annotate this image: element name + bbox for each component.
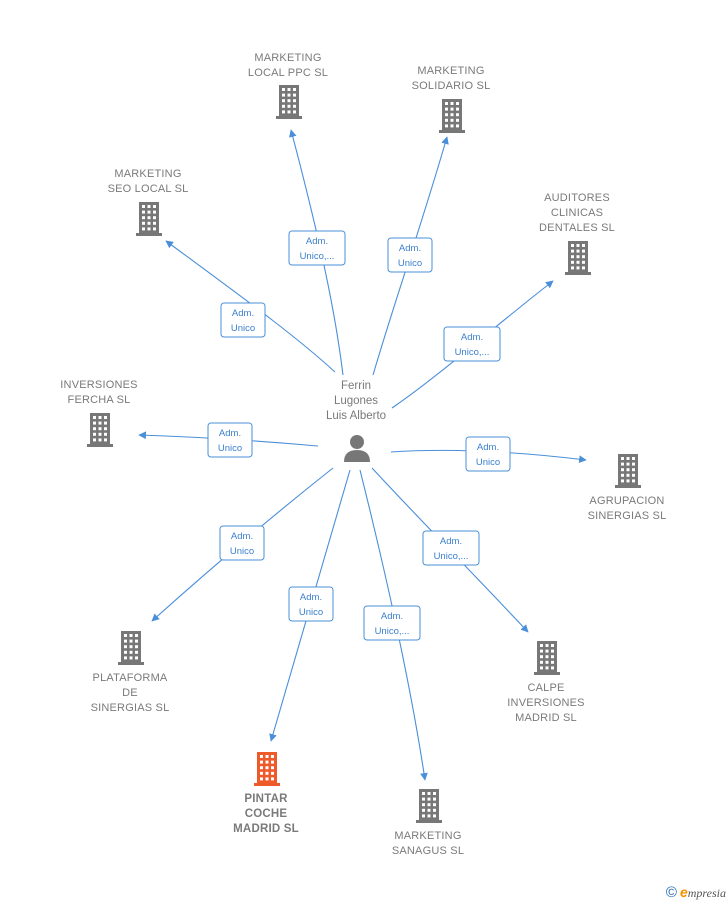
building-icon [136,202,162,236]
brand-logo-initial: e [679,884,688,900]
relation-text-line-2: Unico [299,607,323,618]
company-name-line-1: MARKETING [394,830,461,842]
building-icon [276,85,302,119]
company-name-line-1: CALPE [527,682,564,694]
relation-text-line-2: Unico,... [455,347,490,358]
relation-box [288,586,334,622]
relation-label-calpe-inversiones-madrid[interactable]: Adm. Unico,... [422,530,480,566]
building-icon [534,641,560,675]
relation-box [220,302,266,338]
relation-text-line-1: Adm. [440,536,462,547]
relation-box [288,230,346,266]
relation-text-line-1: Adm. [232,308,254,319]
relation-box [443,326,501,362]
building-icon [565,241,591,275]
person-name-line-2: Lugones [334,395,378,407]
company-name-line-1: INVERSIONES [60,379,137,391]
relation-label-marketing-seo-local[interactable]: Adm. Unico [220,302,266,338]
building-icon [254,752,280,786]
edge-marketing-local-ppc [289,129,344,376]
company-name-line-1: MARKETING [114,168,181,180]
building-icon [416,789,442,823]
company-name-line-1: AUDITORES [544,192,610,204]
relation-label-marketing-solidario[interactable]: Adm. Unico [387,237,433,273]
company-name-line-2: COCHE [245,808,288,820]
company-name-line-3: MADRID SL [233,823,299,835]
brand-logo-text: mpresia [687,886,726,900]
company-name-line-2: SOLIDARIO SL [412,80,491,92]
company-name-line-1: PLATAFORMA [93,672,168,684]
person-node[interactable]: Ferrin Lugones Luis Alberto [326,380,386,462]
edge-marketing-seo-local [165,240,336,373]
relation-label-plataforma-de-sinergias[interactable]: Adm. Unico [219,525,265,561]
relation-label-inversiones-fercha[interactable]: Adm. Unico [207,422,253,458]
relation-text-line-1: Adm. [306,236,328,247]
relation-label-auditores-clinicas-dentales[interactable]: Adm. Unico,... [443,326,501,362]
relation-text-line-2: Unico [230,546,254,557]
building-icon [118,631,144,665]
relation-text-line-1: Adm. [461,332,483,343]
company-node-marketing-sanagus[interactable]: MARKETING SANAGUS SL [392,789,464,857]
relation-box [219,525,265,561]
company-name-line-2: SEO LOCAL SL [108,183,189,195]
company-name-line-1: MARKETING [417,65,484,77]
company-node-plataforma-de-sinergias[interactable]: PLATAFORMA DE SINERGIAS SL [91,631,170,714]
company-name-line-3: SINERGIAS SL [91,702,170,714]
relation-text-line-2: Unico,... [300,251,335,262]
company-node-pintar-coche-madrid[interactable]: PINTAR COCHE MADRID SL [233,752,299,835]
relation-label-marketing-sanagus[interactable]: Adm. Unico,... [363,605,421,641]
company-node-calpe-inversiones-madrid[interactable]: CALPE INVERSIONES MADRID SL [507,641,584,724]
company-name-line-2: FERCHA SL [68,394,131,406]
relation-box [422,530,480,566]
relation-text-line-2: Unico,... [375,626,410,637]
person-name-line-1: Ferrin [341,380,371,392]
company-node-marketing-local-ppc[interactable]: MARKETING LOCAL PPC SL [248,52,328,119]
relation-box [465,436,511,472]
relation-label-pintar-coche-madrid[interactable]: Adm. Unico [288,586,334,622]
company-name-line-2: LOCAL PPC SL [248,67,328,79]
relation-text-line-1: Adm. [219,428,241,439]
company-name-line-2: SINERGIAS SL [588,510,667,522]
company-name-line-2: INVERSIONES [507,697,584,709]
company-name-line-3: DENTALES SL [539,222,615,234]
relation-text-line-1: Adm. [399,243,421,254]
relation-text-line-2: Unico [231,323,255,334]
relation-text-line-2: Unico [218,443,242,454]
company-node-marketing-solidario[interactable]: MARKETING SOLIDARIO SL [412,65,491,133]
relation-text-line-2: Unico [476,457,500,468]
building-icon [615,454,641,488]
building-icon [439,99,465,133]
company-name-line-1: AGRUPACION [589,495,664,507]
relation-box [363,605,421,641]
company-name-line-1: MARKETING [254,52,321,64]
company-name-line-3: MADRID SL [515,712,577,724]
company-name-line-1: PINTAR [244,793,288,805]
relation-label-marketing-local-ppc[interactable]: Adm. Unico,... [288,230,346,266]
relation-label-agrupacion-sinergias[interactable]: Adm. Unico [465,436,511,472]
building-icon [87,413,113,447]
relation-box [387,237,433,273]
relation-text-line-1: Adm. [231,531,253,542]
company-node-marketing-seo-local[interactable]: MARKETING SEO LOCAL SL [108,168,189,236]
relation-text-line-1: Adm. [300,592,322,603]
company-name-line-2: CLINICAS [551,207,603,219]
relation-text-line-2: Unico [398,258,422,269]
company-node-agrupacion-sinergias[interactable]: AGRUPACION SINERGIAS SL [588,454,667,522]
company-name-line-2: SANAGUS SL [392,845,464,857]
person-icon [344,435,370,462]
copyright-symbol: © [665,884,677,901]
person-name-line-3: Luis Alberto [326,410,386,422]
relation-box [207,422,253,458]
company-node-inversiones-fercha[interactable]: INVERSIONES FERCHA SL [60,379,137,447]
brand-footer: ©empresia [666,884,726,901]
relation-text-line-1: Adm. [381,611,403,622]
company-name-line-2: DE [122,687,138,699]
company-node-auditores-clinicas-dentales[interactable]: AUDITORES CLINICAS DENTALES SL [539,192,615,275]
relation-text-line-2: Unico,... [434,551,469,562]
relation-text-line-1: Adm. [477,442,499,453]
